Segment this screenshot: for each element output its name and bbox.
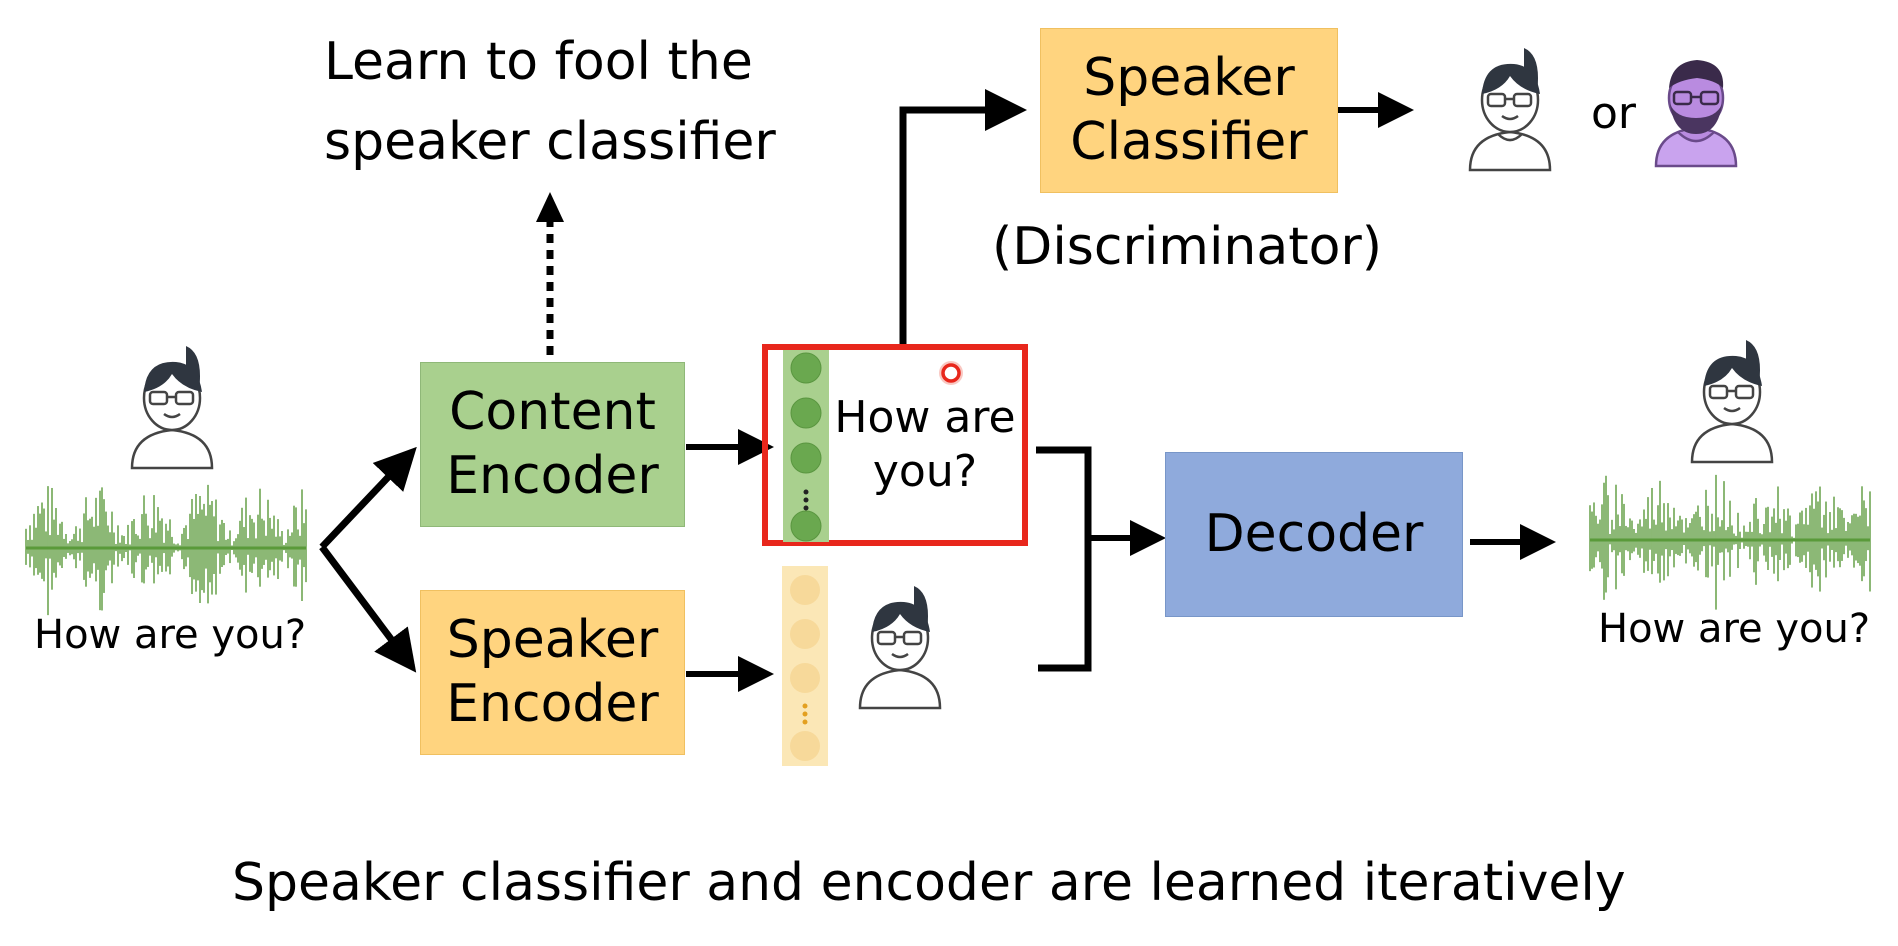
content-encoder-box: Content Encoder	[420, 362, 685, 527]
content-to-merge-line	[1036, 446, 1092, 672]
discriminator-label: (Discriminator)	[992, 217, 1383, 277]
fool-dotted-arrow	[536, 192, 564, 355]
output-caption: How are you?	[1598, 606, 1871, 652]
speaker-vector-avatar-icon	[858, 586, 942, 710]
cursor-indicator-icon	[939, 361, 963, 385]
content-vector-text-line1: How are	[834, 392, 1016, 444]
output-waveform	[1589, 474, 1871, 610]
output-speaker-avatar-icon	[1690, 340, 1774, 464]
speaker-encoder-line1: Speaker	[446, 610, 659, 671]
content-encoder-line2: Encoder	[446, 445, 659, 506]
speaker-classifier-box: Speaker Classifier	[1040, 28, 1338, 193]
speaker-classifier-line2: Classifier	[1070, 111, 1308, 172]
content-encoder-line1: Content	[449, 382, 656, 443]
decoder-label: Decoder	[1204, 503, 1424, 564]
input-speaker-avatar-icon	[130, 346, 214, 470]
male-avatar-icon	[1654, 60, 1738, 168]
input-fork-arrows	[319, 446, 417, 673]
speaker-vector-nodes	[790, 575, 820, 761]
top-note-line1: Learn to fool the	[324, 32, 753, 92]
speaker-classifier-line1: Speaker	[1083, 48, 1295, 109]
or-label: or	[1591, 88, 1637, 139]
bottom-caption: Speaker classifier and encoder are learn…	[232, 853, 1626, 913]
input-caption: How are you?	[34, 612, 307, 658]
content-vector-text-line2: you?	[872, 446, 978, 497]
speaker-encoder-line2: Encoder	[446, 673, 659, 734]
content-vector-nodes	[790, 352, 822, 542]
top-note-line2: speaker classifier	[324, 112, 776, 172]
vector-to-classifier-arrow	[899, 89, 1027, 345]
speaker-encoder-box: Speaker Encoder	[420, 590, 685, 755]
input-waveform	[25, 484, 307, 616]
decoder-box: Decoder	[1165, 452, 1463, 617]
content-vector-text: How are you?	[830, 385, 1020, 505]
female-avatar-icon	[1468, 48, 1552, 172]
content-vector-highlight[interactable]	[762, 344, 1028, 546]
